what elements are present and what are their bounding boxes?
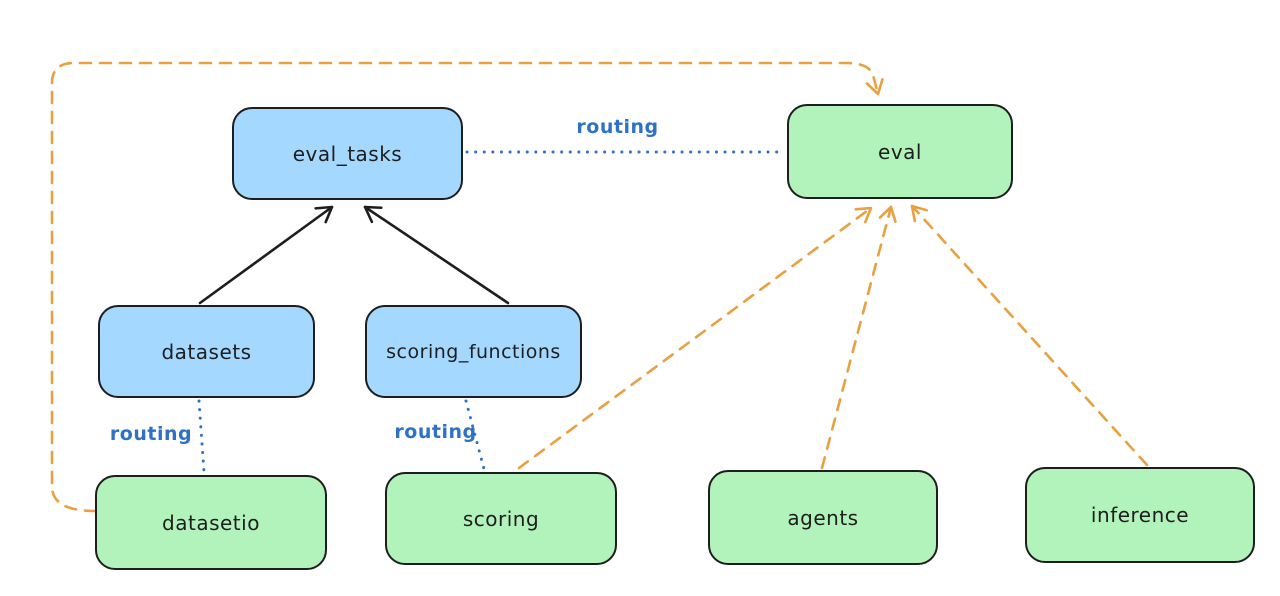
edge-datasets-to-eval-tasks xyxy=(198,205,334,305)
edge-datasets-to-datasetio-routing xyxy=(197,399,206,474)
edge-datasetio-to-eval xyxy=(50,61,884,513)
edge-inference-to-eval xyxy=(910,204,1149,467)
node-eval-label: eval xyxy=(878,139,922,164)
node-inference-label: inference xyxy=(1090,503,1190,527)
node-agents-label: agents xyxy=(787,505,859,530)
node-datasetio-label: datasetio xyxy=(162,510,260,535)
node-eval: eval xyxy=(787,104,1013,199)
node-agents: agents xyxy=(708,470,938,565)
node-eval-tasks-label: eval_tasks xyxy=(292,141,403,166)
edge-scoring-functions-to-scoring-routing xyxy=(464,399,486,471)
node-scoring: scoring xyxy=(385,472,617,565)
edge-scoring-to-eval xyxy=(517,206,873,470)
edge-agents-to-eval xyxy=(820,205,897,470)
node-eval-tasks: eval_tasks xyxy=(232,107,463,200)
node-scoring-label: scoring xyxy=(462,506,540,531)
node-datasets-label: datasets xyxy=(161,339,252,364)
edge-label-routing-eval-tasks-eval: routing xyxy=(576,116,659,138)
node-inference: inference xyxy=(1025,467,1255,563)
edge-label-routing-datasets-datasetio: routing xyxy=(109,423,193,445)
node-datasets: datasets xyxy=(98,305,315,398)
edge-label-routing-scoring-functions-scoring: routing xyxy=(394,421,477,443)
node-scoring-functions-label: scoring_functions xyxy=(386,340,561,363)
node-datasetio: datasetio xyxy=(95,475,327,570)
node-scoring-functions: scoring_functions xyxy=(365,305,582,398)
edge-scoring-functions-to-eval-tasks xyxy=(363,205,510,305)
